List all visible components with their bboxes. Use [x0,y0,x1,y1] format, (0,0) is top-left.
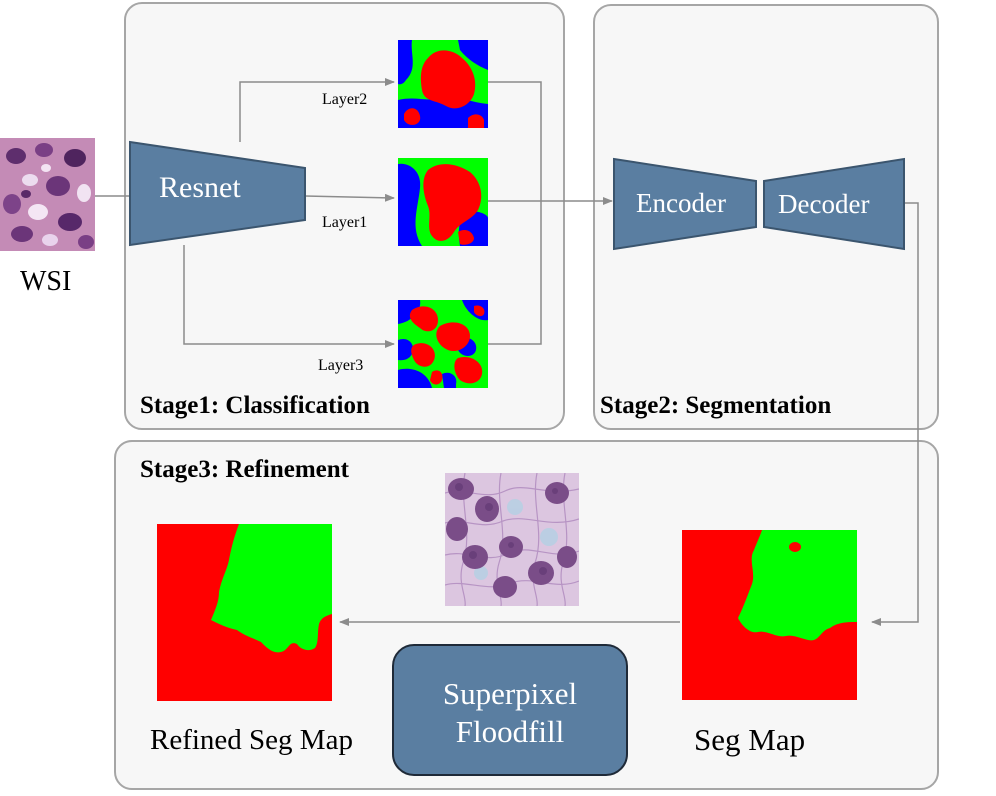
layer3-label: Layer3 [318,357,364,374]
method-line1: Superpixel [442,676,578,711]
layer2-map [398,40,488,128]
seg-map [682,530,857,700]
method-line2: Floodfill [455,714,565,749]
wsi-label: WSI [20,266,72,297]
seg-map-label: Seg Map [694,722,806,757]
stage2-title: Stage2: Segmentation [600,392,832,419]
layer3-map [398,300,488,388]
decoder-block [763,157,905,251]
superpixel-floodfill-block: Superpixel Floodfill [392,644,628,776]
encoder-label: Encoder [636,188,726,218]
wsi-image [0,138,95,251]
stage3-title: Stage3: Refinement [140,456,349,483]
refined-seg-map-label: Refined Seg Map [150,724,353,756]
layer2-label: Layer2 [322,91,368,108]
layer1-label: Layer1 [322,214,368,231]
refined-seg-map [157,524,332,701]
decoder-label: Decoder [778,189,870,219]
encoder-block [613,157,757,251]
resnet-label: Resnet [159,171,241,204]
layer1-map [398,158,488,246]
histology-patch [445,473,579,606]
stage1-title: Stage1: Classification [140,392,370,419]
resnet-block [129,140,306,247]
